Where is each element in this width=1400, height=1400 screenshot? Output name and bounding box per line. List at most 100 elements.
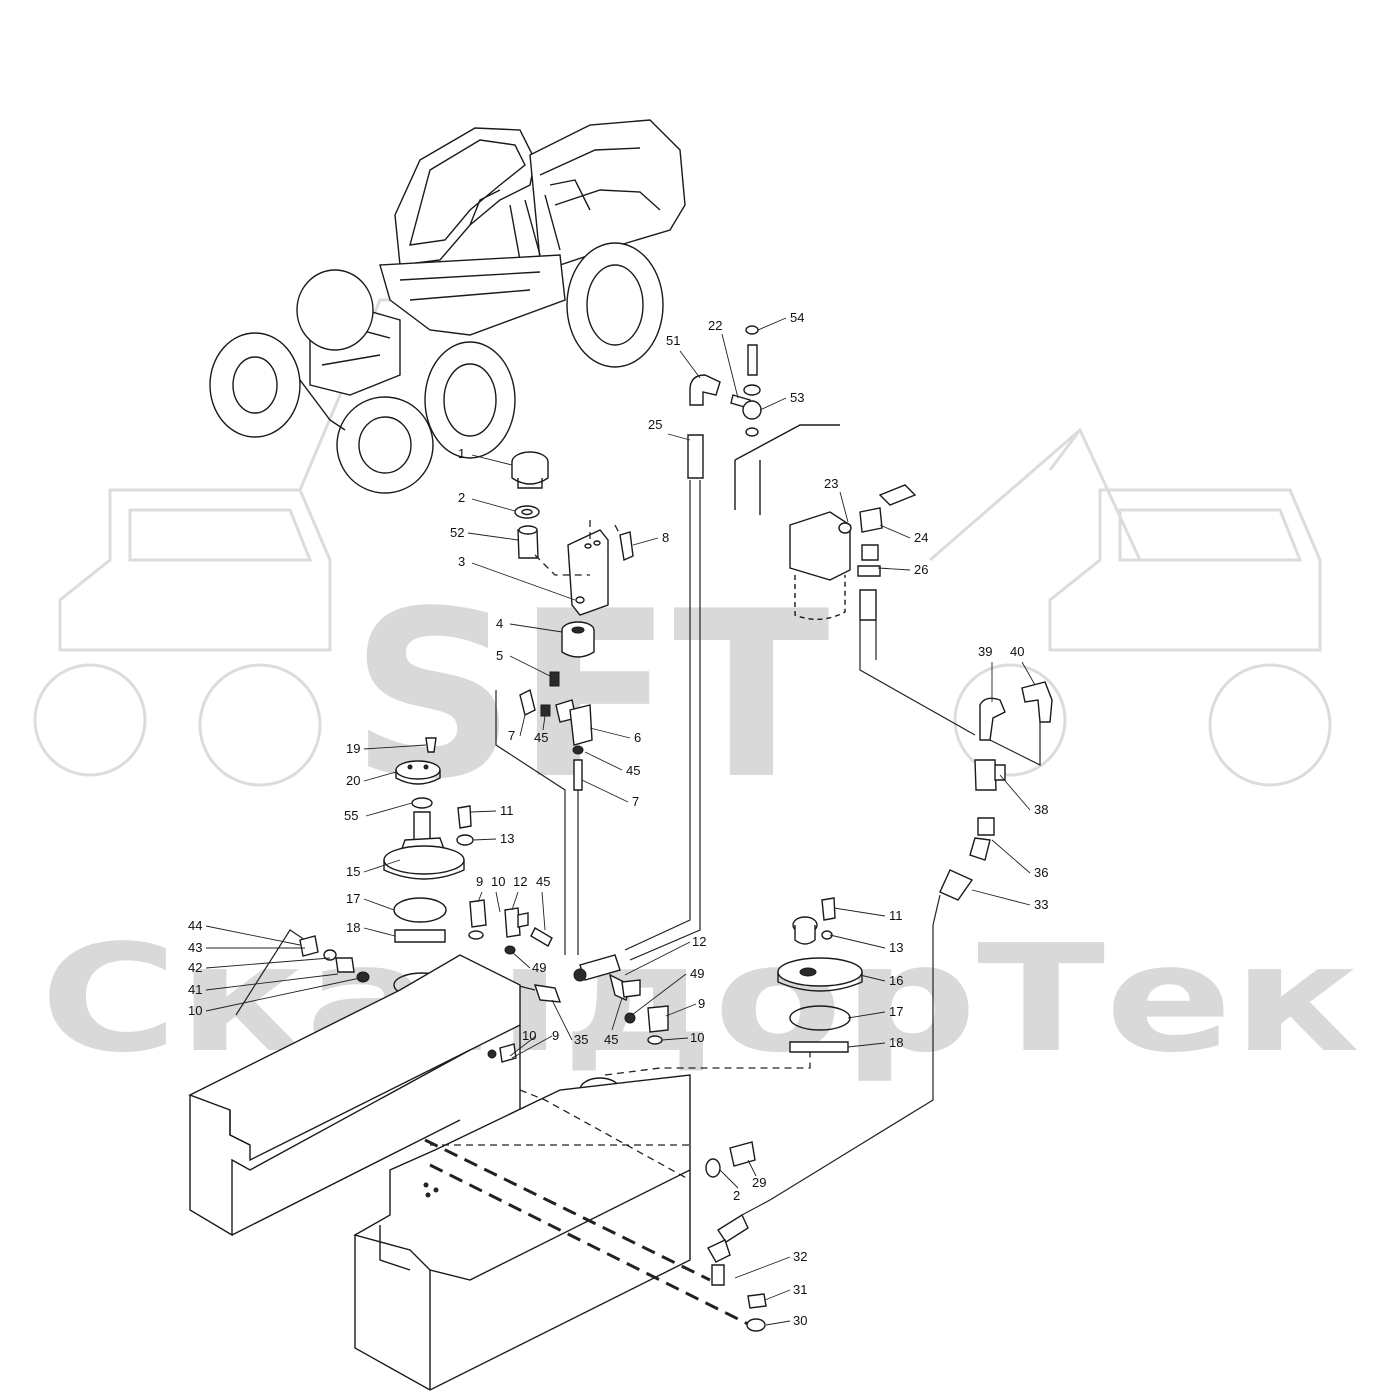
callout-label: 49 xyxy=(532,960,546,975)
callout-leader-line xyxy=(363,859,401,873)
callout-leader-line xyxy=(877,567,911,571)
callout-label: 26 xyxy=(914,562,928,577)
callout-leaders xyxy=(205,317,1036,1326)
callout-label: 45 xyxy=(604,1032,618,1047)
callout-label: 36 xyxy=(1034,865,1048,880)
callout-leader-line xyxy=(205,973,339,991)
callout-label: 24 xyxy=(914,530,928,545)
callout-leader-line xyxy=(511,891,519,911)
callout-label: 10 xyxy=(690,1030,704,1045)
callout-label: 43 xyxy=(188,940,202,955)
callout-label: 42 xyxy=(188,960,202,975)
callout-leader-line xyxy=(624,941,691,976)
callout-leader-line xyxy=(632,537,659,546)
middle-fittings xyxy=(444,954,669,1063)
callout-label: 10 xyxy=(491,874,505,889)
fuel-tanks xyxy=(188,954,771,1391)
callout-leader-line xyxy=(511,1035,553,1059)
callout-label: 29 xyxy=(752,1175,766,1190)
callout-leader-line xyxy=(363,771,397,782)
callout-leader-line xyxy=(205,957,331,969)
callout-leader-line xyxy=(541,891,546,931)
callout-leader-line xyxy=(511,951,531,969)
callout-leader-line xyxy=(519,714,526,737)
callout-leader-line xyxy=(363,927,396,937)
callout-leader-line xyxy=(470,810,497,813)
callout-label: 53 xyxy=(790,390,804,405)
callout-leader-line xyxy=(509,623,563,633)
callout-label: 49 xyxy=(690,966,704,981)
callout-leader-line xyxy=(205,977,361,1012)
callout-leader-line xyxy=(759,397,787,411)
callout-label: 52 xyxy=(450,525,464,540)
callout-label: 11 xyxy=(889,908,903,923)
callout-label: 12 xyxy=(513,874,527,889)
callout-leader-line xyxy=(542,715,546,731)
callout-leader-line xyxy=(467,532,519,541)
callout-label: 18 xyxy=(346,920,360,935)
callout-leader-line xyxy=(205,925,301,946)
filler-cap-assembly xyxy=(495,451,634,955)
callout-leader-line xyxy=(471,562,576,601)
callout-leader-line xyxy=(721,333,739,399)
callout-label: 20 xyxy=(346,773,360,788)
callout-leader-line xyxy=(471,454,513,466)
callout-leader-line xyxy=(472,838,497,841)
callout-leader-line xyxy=(719,1169,739,1189)
callout-label: 7 xyxy=(632,794,639,809)
callout-leader-line xyxy=(363,744,427,750)
callout-label: 55 xyxy=(344,808,358,823)
callout-leader-line xyxy=(363,898,395,911)
callout-label: 31 xyxy=(793,1282,807,1297)
callout-label: 9 xyxy=(476,874,483,889)
watermark-tractor-right-icon xyxy=(929,427,1332,787)
callout-leader-line xyxy=(679,350,701,379)
callout-label: 15 xyxy=(346,864,360,879)
callout-label: 10 xyxy=(522,1028,536,1043)
callout-leader-line xyxy=(999,774,1031,811)
callout-label: 40 xyxy=(1010,644,1024,659)
callout-leader-line xyxy=(747,1159,757,1177)
callout-label: 23 xyxy=(824,476,838,491)
callout-leader-line xyxy=(847,1011,886,1019)
callout-label: 44 xyxy=(188,918,202,933)
callout-label: 54 xyxy=(790,310,804,325)
callout-leader-line xyxy=(1021,661,1036,686)
callout-label: 45 xyxy=(536,874,550,889)
callout-leader-line xyxy=(509,655,551,677)
callout-label: 2 xyxy=(733,1188,740,1203)
left-tank-fittings xyxy=(235,737,553,1016)
callout-label: 12 xyxy=(692,934,706,949)
callout-leader-line xyxy=(833,907,886,917)
callout-label: 2 xyxy=(458,490,465,505)
callout-leader-line xyxy=(971,889,1031,906)
callout-label: 13 xyxy=(500,831,514,846)
callout-leader-line xyxy=(839,491,849,523)
callout-label: 17 xyxy=(889,1004,903,1019)
callout-leader-line xyxy=(829,934,886,949)
callout-leader-line xyxy=(581,779,629,803)
callout-label: 45 xyxy=(534,730,548,745)
callout-label: 45 xyxy=(626,763,640,778)
callout-label: 3 xyxy=(458,554,465,569)
callout-label: 38 xyxy=(1034,802,1048,817)
callout-label: 11 xyxy=(500,803,514,818)
callout-leader-line xyxy=(879,524,911,539)
callout-leader-line xyxy=(551,999,573,1041)
callout-label: 9 xyxy=(698,996,705,1011)
callout-leader-line xyxy=(589,727,631,739)
callout-label: 7 xyxy=(508,728,515,743)
callout-leader-line xyxy=(764,1289,791,1301)
callout-label: 1 xyxy=(458,446,465,461)
callout-label: 19 xyxy=(346,741,360,756)
callout-leader-line xyxy=(471,498,516,512)
callout-leader-line xyxy=(847,1042,886,1048)
callout-label: 13 xyxy=(889,940,903,955)
callout-label: 22 xyxy=(708,318,722,333)
callout-label: 8 xyxy=(662,530,669,545)
callout-leader-line xyxy=(509,1035,537,1057)
callout-leader-line xyxy=(584,751,623,771)
callout-leader-line xyxy=(765,1320,791,1326)
callout-label: 30 xyxy=(793,1313,807,1328)
